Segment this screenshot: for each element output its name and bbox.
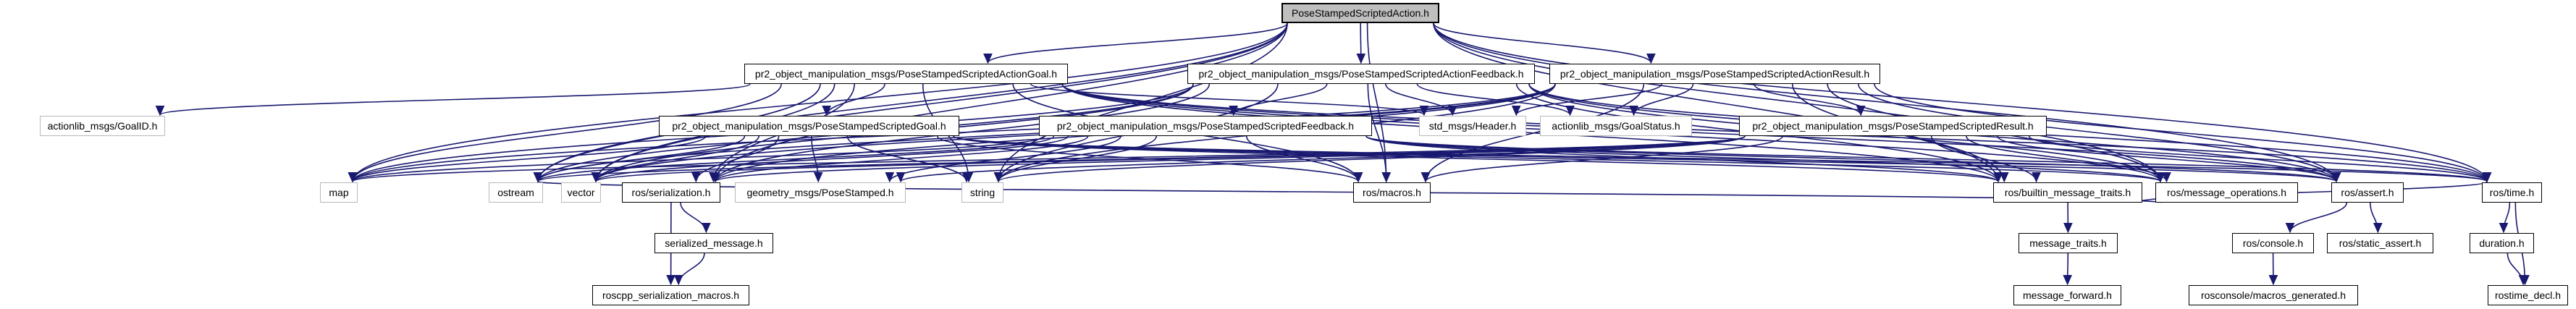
graph-node-posestampedscriptedaction-h: PoseStampedScriptedAction.h <box>1281 3 1439 23</box>
graph-node-roscpp-serialization-macros-h[interactable]: roscpp_serialization_macros.h <box>592 285 749 305</box>
include-edge-fb-to-ser <box>710 135 1089 183</box>
include-edge-ag-to-header <box>1030 83 1429 117</box>
include-edge-res-to-ostream <box>534 135 1746 183</box>
include-edge-root-to-time <box>1433 22 2492 183</box>
include-edge-ag-to-map <box>348 83 782 183</box>
include-edge-fb-to-ostream <box>533 135 1055 183</box>
include-edge-af-to-gs <box>1416 83 1575 117</box>
graph-node-pr2-object-manipulation-msgs-posestampedscriptedresult-h[interactable]: pr2_object_manipulation_msgs/PoseStamped… <box>1739 116 2047 136</box>
graph-node-pr2-object-manipulation-msgs-posestampedscriptedactionfeedback-h[interactable]: pr2_object_manipulation_msgs/PoseStamped… <box>1187 64 1535 84</box>
include-edge-ag-to-goal <box>822 83 885 117</box>
graph-node-ros-assert-h[interactable]: ros/assert.h <box>2331 182 2404 203</box>
include-edge-ass-to-con <box>2285 202 2348 234</box>
graph-node-actionlib-msgs-goalstatus-h: actionlib_msgs/GoalStatus.h <box>1540 116 1692 136</box>
include-edge-goal-to-bmt <box>953 135 2003 183</box>
include-edge-res-to-mac <box>1420 135 1784 183</box>
graph-node-string: string <box>961 182 1003 203</box>
graph-node-rosconsole-macros-generated-h[interactable]: rosconsole/macros_generated.h <box>2189 285 2358 305</box>
include-edge-fb-to-bmt <box>1365 135 2003 183</box>
include-edge-root-to-ag <box>983 22 1288 64</box>
include-edge-root-to-af <box>1356 22 1366 64</box>
include-edge-res-to-str <box>994 135 1746 183</box>
include-edge-ar-to-res <box>1753 83 1866 117</box>
include-edge-res-to-time <box>2028 135 2492 183</box>
graph-node-ros-time-h[interactable]: ros/time.h <box>2482 182 2542 203</box>
graph-node-ros-builtin-message-traits-h[interactable]: ros/builtin_message_traits.h <box>1993 182 2142 203</box>
graph-node-map: map <box>320 182 358 203</box>
include-edge-goal-to-ser <box>691 135 780 183</box>
graph-node-ostream: ostream <box>489 182 543 203</box>
include-edge-ar-to-mac <box>1420 83 1645 183</box>
include-edge-root-to-map <box>348 22 1288 183</box>
graph-node-ros-console-h[interactable]: ros/console.h <box>2232 233 2314 253</box>
include-edge-goal-to-ostream <box>533 135 746 183</box>
include-edge-goal-to-ps <box>811 135 823 183</box>
include-edge-fb-to-mo <box>1365 135 2165 183</box>
include-edge-fb-to-ass <box>1365 135 2341 183</box>
graph-node-vector: vector <box>561 182 601 203</box>
include-edge-fb-to-time <box>1365 135 2491 183</box>
include-edge-fb-to-mac <box>1245 135 1363 183</box>
graph-node-ros-serialization-h[interactable]: ros/serialization.h <box>622 182 720 203</box>
include-edge-af-to-mac <box>1367 83 1392 183</box>
include-edge-bmt-to-time <box>2136 180 2491 203</box>
include-edge-res-to-ser <box>711 135 1746 183</box>
include-edge-ag-to-goalid <box>156 83 751 117</box>
include-edge-res-to-bmt <box>1930 135 2041 183</box>
graph-node-pr2-object-manipulation-msgs-posestampedscriptedgoal-h[interactable]: pr2_object_manipulation_msgs/PoseStamped… <box>659 116 959 136</box>
graph-node-pr2-object-manipulation-msgs-posestampedscriptedactionresult-h[interactable]: pr2_object_manipulation_msgs/PoseStamped… <box>1549 64 1880 84</box>
include-edge-time-to-dur <box>2499 202 2511 234</box>
graph-node-duration-h[interactable]: duration.h <box>2470 233 2534 253</box>
graph-node-ros-macros-h[interactable]: ros/macros.h <box>1353 182 1431 203</box>
include-edge-goal-to-mo <box>953 135 2165 183</box>
include-edge-af-to-header <box>1385 83 1457 117</box>
include-edge-ass-to-sa <box>2370 202 2383 234</box>
graph-node-serialized-message-h[interactable]: serialized_message.h <box>654 233 773 253</box>
include-edge-goal-to-vector <box>591 135 759 183</box>
include-edge-fb-to-vector <box>591 135 1069 183</box>
include-edge-res-to-map <box>348 135 1746 183</box>
include-edge-dur-to-rtd <box>2506 253 2528 286</box>
graph-node-pr2-object-manipulation-msgs-posestampedscriptedfeedback-h[interactable]: pr2_object_manipulation_msgs/PoseStamped… <box>1039 116 1372 136</box>
include-edge-ar-to-header <box>1511 83 1662 117</box>
graph-node-message-forward-h[interactable]: message_forward.h <box>2013 285 2121 305</box>
include-edge-goal-to-map <box>348 135 707 183</box>
include-edge-fb-to-map <box>348 135 1045 183</box>
include-edge-sm-to-rsm <box>673 253 705 286</box>
graph-node-actionlib-msgs-goalid-h: actionlib_msgs/GoalID.h <box>40 116 165 136</box>
include-edge-res-to-mo <box>1966 135 2171 183</box>
include-edge-ar-to-time <box>1874 83 2492 183</box>
graph-node-std-msgs-header-h: std_msgs/Header.h <box>1419 116 1526 136</box>
include-edge-ser-to-sm <box>680 202 711 234</box>
include-edge-res-to-ass <box>1996 135 2341 183</box>
include-edge-root-to-ass <box>1433 22 2341 183</box>
graph-node-ros-static-assert-h[interactable]: ros/static_assert.h <box>2327 233 2433 253</box>
include-edge-ar-to-gs <box>1629 83 1694 117</box>
include-edge-ar-to-ass <box>1858 83 2341 183</box>
graph-node-ros-message-operations-h[interactable]: ros/message_operations.h <box>2155 182 2298 203</box>
graph-node-message-traits-h[interactable]: message_traits.h <box>2019 233 2118 253</box>
graph-node-geometry-msgs-posestamped-h: geometry_msgs/PoseStamped.h <box>735 182 906 203</box>
include-edge-root-to-ar <box>1433 22 1656 64</box>
graph-node-pr2-object-manipulation-msgs-posestampedscriptedactiongoal-h[interactable]: pr2_object_manipulation_msgs/PoseStamped… <box>744 64 1068 84</box>
graph-node-rostime-decl-h[interactable]: rostime_decl.h <box>2488 285 2568 305</box>
